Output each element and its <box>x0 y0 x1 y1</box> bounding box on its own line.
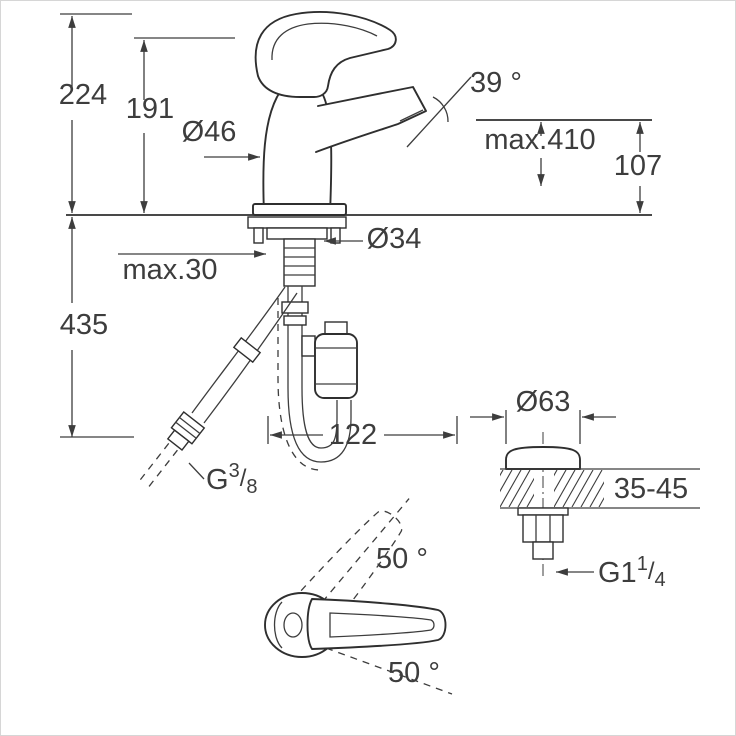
dim-drain-cap-diameter: Ø63 <box>470 386 616 444</box>
dim-spout-height: 107 <box>614 122 662 213</box>
shank-thread-lines <box>284 247 315 276</box>
dim-projection: 122 <box>267 416 458 451</box>
mounting-bolt-left <box>253 227 264 244</box>
overall-height-label: 224 <box>59 79 107 111</box>
hose-crimp-collar <box>281 301 309 314</box>
check-valve-component <box>314 333 358 399</box>
top-view: 50 ° 50 ° <box>264 498 453 695</box>
component-link <box>301 335 316 357</box>
supply-hose-loop-outer <box>287 286 352 463</box>
aerator-line <box>399 109 424 122</box>
swivel-line-lower <box>325 647 453 695</box>
lever-ghost-open <box>291 498 410 632</box>
drain-thread-callout: G11/4 <box>556 553 666 591</box>
supply-shank <box>283 238 316 287</box>
swivel-angle-lower-label: 50 ° <box>388 657 440 689</box>
drain-nut <box>522 514 564 543</box>
hose-crimp-collar-2 <box>283 315 307 326</box>
handle-arm-slot <box>329 612 435 638</box>
drain-thread-label: G11/4 <box>598 553 666 591</box>
dimensions: 224 191 Ø46 39 ° max.410 <box>59 13 662 498</box>
hose-collar <box>232 336 262 364</box>
dim-overall-height: 224 <box>59 13 132 213</box>
drain-tailpipe <box>532 541 554 560</box>
drain-view: Ø63 35-45 <box>470 386 700 591</box>
dim-body-diameter: Ø46 <box>182 116 260 161</box>
mounting-hole-diameter-label: Ø34 <box>367 223 422 255</box>
seal-washer <box>266 227 328 240</box>
hose-ghost-loop <box>277 298 321 471</box>
side-view <box>66 11 652 487</box>
supply-hose-loop-inner <box>301 286 338 449</box>
dim-max-height: max.410 <box>484 122 596 186</box>
dim-hose-length: 435 <box>60 217 134 438</box>
max-height-label: max.410 <box>484 124 595 156</box>
lever-inner-line <box>271 22 378 61</box>
lever-angle-label: 39 ° <box>470 67 522 99</box>
drain-cap-diameter-label: Ø63 <box>516 386 571 418</box>
supply-thread-label: G3/8 <box>206 460 257 498</box>
projection-label: 122 <box>329 419 377 451</box>
max-counter-thickness-label: max.30 <box>122 254 217 286</box>
handle-top-arm <box>306 598 447 650</box>
drain-washer <box>517 507 569 516</box>
faucet-spout-fill <box>311 87 426 152</box>
dim-max-counter-thickness: max.30 <box>118 250 266 286</box>
deck-hatching-left <box>500 470 534 507</box>
faucet-spout <box>315 86 427 153</box>
handle-top-detail <box>283 612 303 638</box>
faucet-lever <box>254 11 397 98</box>
height-to-spout-base-label: 191 <box>126 93 174 125</box>
hose-connector <box>139 411 206 487</box>
dim-mounting-hole-diameter: Ø34 <box>324 223 421 255</box>
base-plate <box>252 203 347 216</box>
dim-lever-angle: 39 ° <box>406 67 522 148</box>
drain-cap <box>505 446 581 470</box>
supply-thread-callout: G3/8 <box>188 460 257 498</box>
deck-hatching-right <box>554 470 604 507</box>
mounting-plate <box>247 216 347 229</box>
swivel-angle-upper-label: 50 ° <box>376 543 428 575</box>
dim-height-to-spout-base: 191 <box>126 37 235 213</box>
hose-length-label: 435 <box>60 309 108 341</box>
spout-height-label: 107 <box>614 150 662 182</box>
drain-deck-thickness-label: 35-45 <box>614 473 688 505</box>
body-diameter-label: Ø46 <box>182 116 237 148</box>
